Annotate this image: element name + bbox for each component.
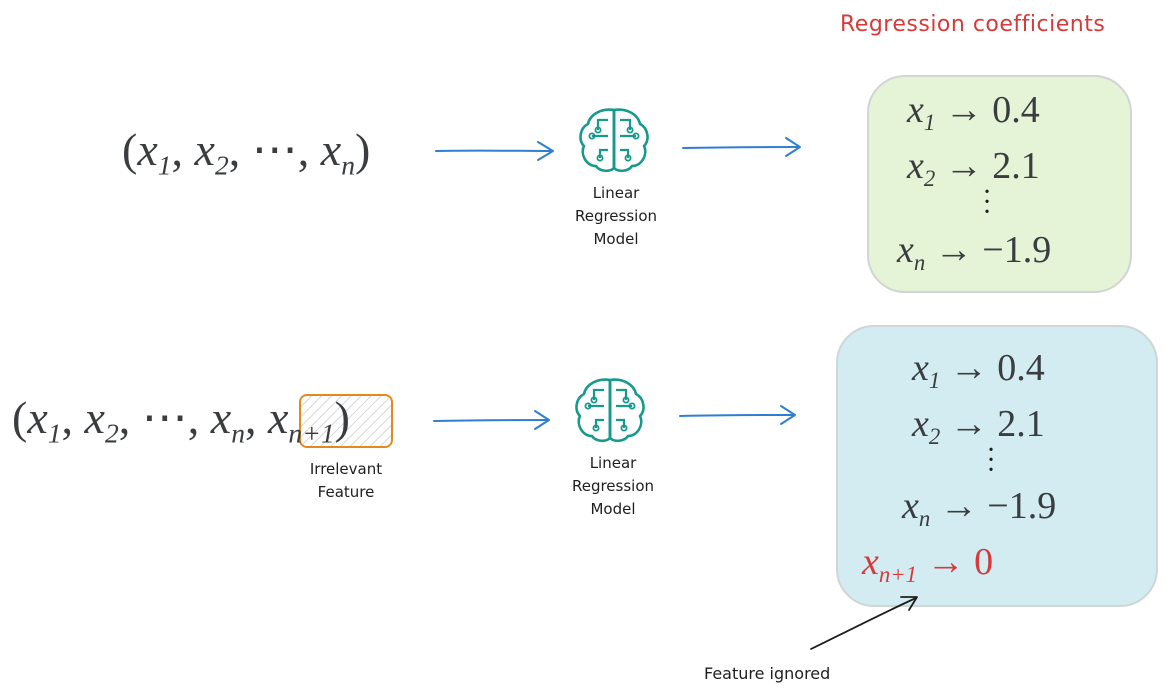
irrelevant-feature-highlight: [299, 394, 393, 448]
regression-coefficients-title: Regression coefficients: [840, 12, 1106, 37]
arrow-right-icon: [433, 410, 550, 430]
coefficients-box-row1: [867, 75, 1132, 293]
coef-row2-xn: xn → −1.9: [902, 485, 1057, 531]
brain-circuit-icon: [579, 108, 649, 173]
model-caption-row2: Linear Regression Model: [571, 454, 655, 518]
coef-row1-xn: xn → −1.9: [897, 229, 1052, 275]
arrow-right-icon: [435, 141, 554, 161]
vertical-ellipsis-row2: ···: [986, 435, 996, 486]
vertical-ellipsis-row1: ···: [982, 177, 992, 228]
brain-circuit-icon: [575, 378, 645, 443]
coefficients-box-row2: [836, 325, 1158, 607]
arrow-right-icon: [679, 405, 796, 425]
coef-row1-x1: x1 → 0.4: [907, 89, 1040, 135]
irrelevant-feature-caption: Irrelevant Feature: [309, 460, 383, 501]
coef-row2-xn1-irrelevant: xn+1 → 0: [862, 541, 994, 587]
model-caption-row1: Linear Regression Model: [574, 184, 658, 248]
annotation-pointer-arrow: [810, 596, 918, 650]
feature-ignored-annotation: Feature ignored: [704, 664, 831, 683]
feature-tuple-row2: (x1, x2, ⋯, xn, xn+1): [12, 392, 350, 449]
arrow-right-icon: [682, 137, 801, 157]
coef-row2-x2: x2 → 2.1: [912, 403, 1045, 449]
coef-row1-x2: x2 → 2.1: [907, 145, 1040, 191]
coef-row2-x1: x1 → 0.4: [912, 347, 1045, 393]
feature-tuple-row1: (x1, x2, ⋯, xn): [122, 124, 371, 181]
